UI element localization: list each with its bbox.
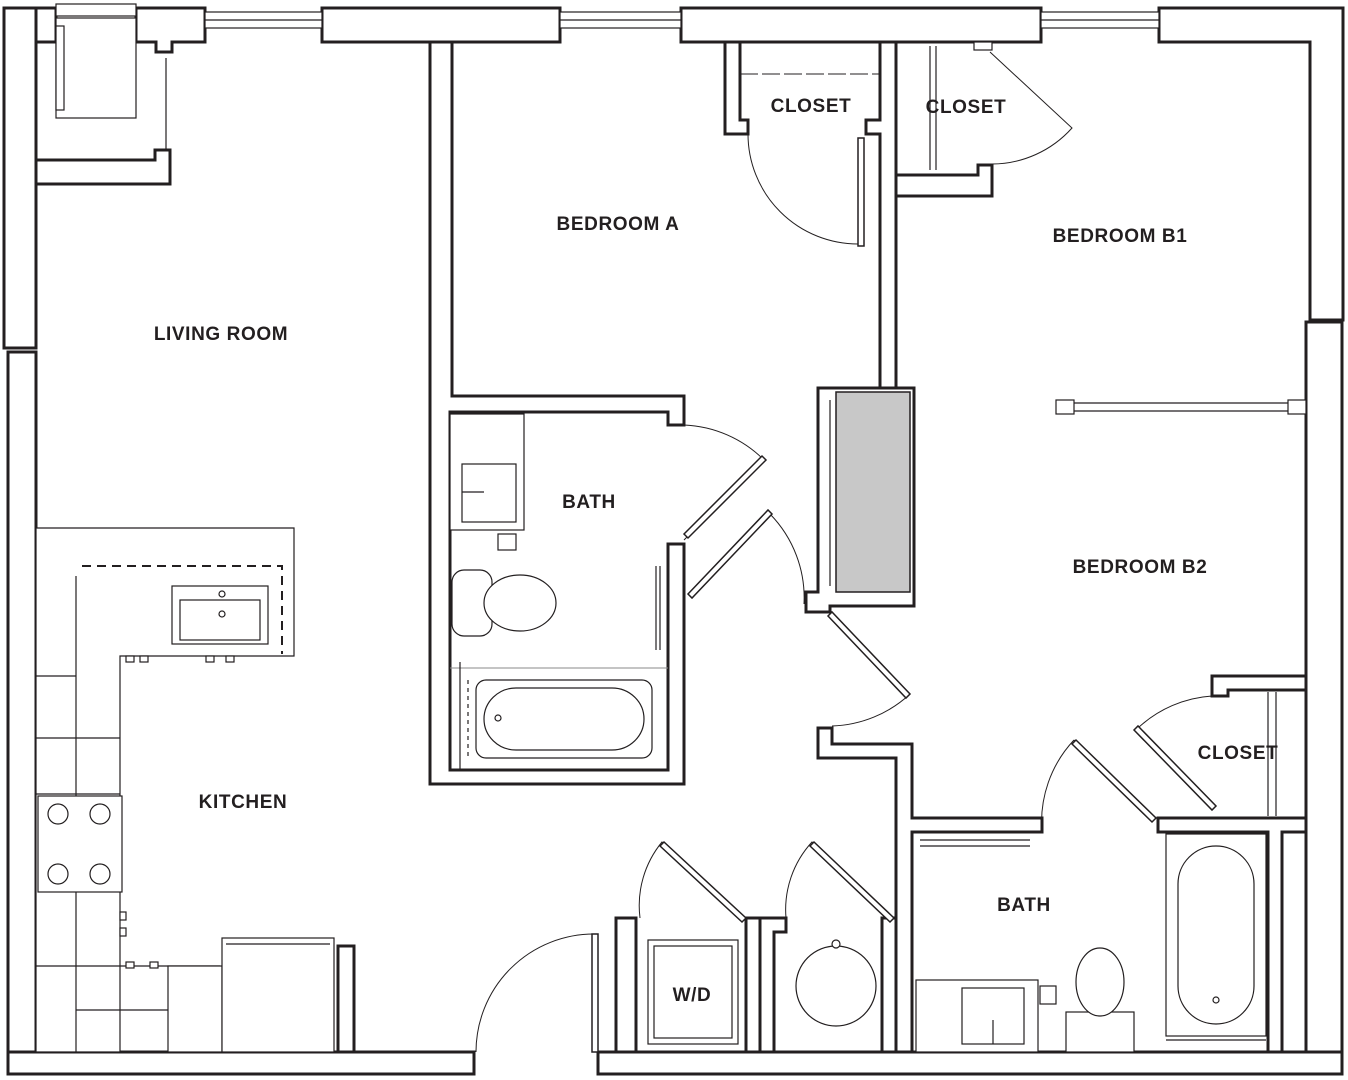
washer-dryer-label: W/D xyxy=(673,985,712,1006)
room-labels: LIVING ROOM BEDROOM A CLOSET CLOSET BEDR… xyxy=(154,96,1279,1006)
doors xyxy=(475,46,1218,1053)
windows xyxy=(55,3,1160,29)
exterior-walls xyxy=(2,6,1345,1076)
bath-a-fixtures xyxy=(449,413,668,770)
bath-b-label: BATH xyxy=(997,895,1051,916)
bedroom-b2-label: BEDROOM B2 xyxy=(1073,557,1208,578)
kitchen-fixtures xyxy=(35,527,335,1053)
bath-b-fixtures xyxy=(915,833,1267,1053)
closet-a-label: CLOSET xyxy=(771,96,852,117)
interior-walls xyxy=(34,17,1308,1054)
bedroom-a-label: BEDROOM A xyxy=(557,214,680,235)
bedroom-b1-label: BEDROOM B1 xyxy=(1053,226,1188,247)
living-room-label: LIVING ROOM xyxy=(154,324,288,345)
kitchen-label: KITCHEN xyxy=(199,792,288,813)
closet-b2-label: CLOSET xyxy=(1198,743,1279,764)
laundry-fixtures xyxy=(647,939,877,1045)
bath-a-label: BATH xyxy=(562,492,616,513)
closet-b1-label: CLOSET xyxy=(926,97,1007,118)
